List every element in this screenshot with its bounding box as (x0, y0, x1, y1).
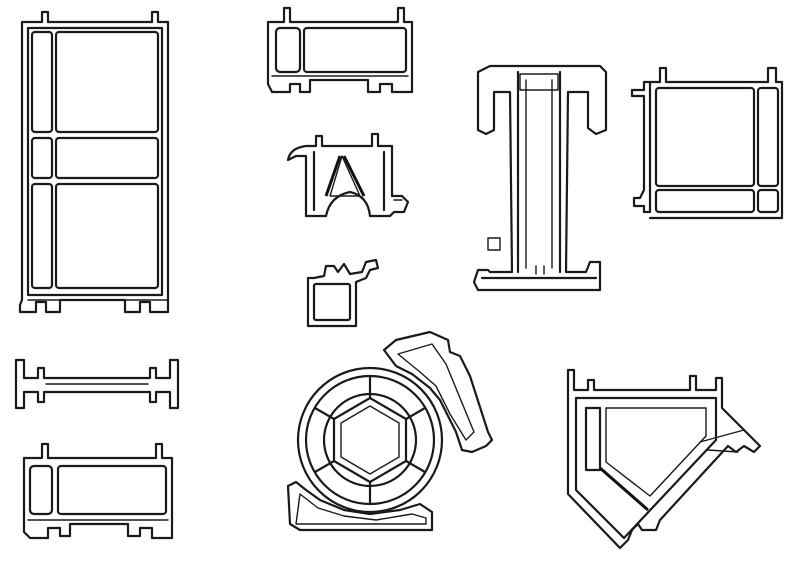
glazing-bead-profile (286, 132, 410, 218)
small-bead-profile (306, 258, 380, 328)
flat-coupler-profile (14, 358, 180, 410)
round-mullion-profile (286, 330, 494, 532)
i-beam-mullion-profile (472, 64, 608, 292)
bay-angle-profile (566, 368, 762, 550)
sash-profile-bottom (22, 442, 174, 540)
corner-frame-profile (630, 66, 784, 220)
sash-profile-top (266, 6, 414, 94)
tall-mullion-profile (18, 10, 170, 314)
